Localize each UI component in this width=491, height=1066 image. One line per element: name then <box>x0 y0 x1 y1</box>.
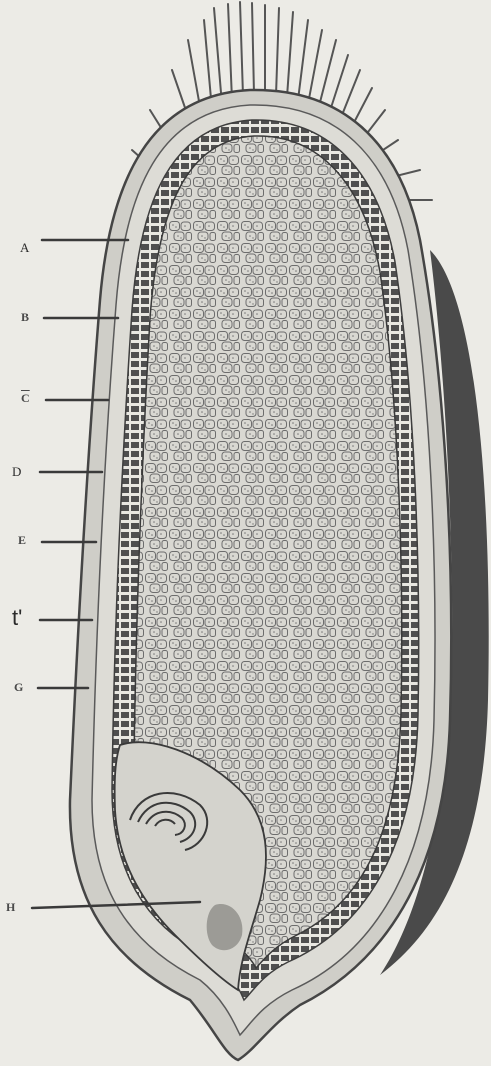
label-e: E <box>18 534 26 546</box>
label-g: G <box>14 681 23 693</box>
label-d: D <box>12 465 21 478</box>
label-h: H <box>6 901 15 913</box>
label-b: B <box>21 311 29 323</box>
label-a: A <box>20 241 29 254</box>
label-f: t' <box>12 607 22 629</box>
label-c: C <box>21 392 30 404</box>
